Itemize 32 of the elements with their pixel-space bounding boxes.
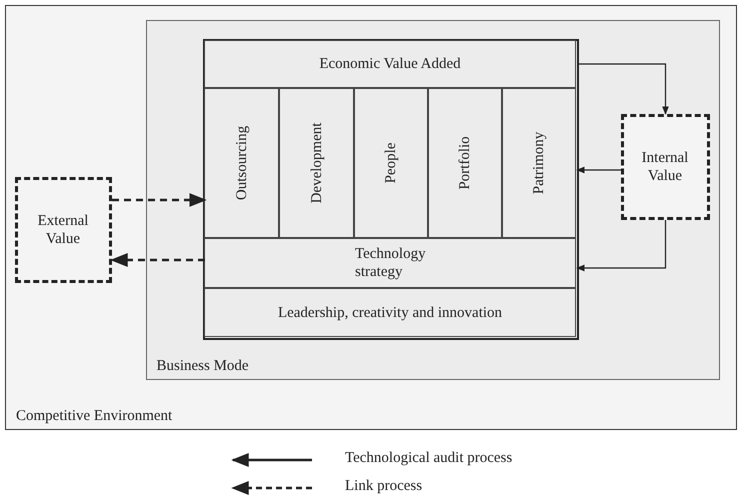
arrow xyxy=(112,193,207,207)
node-label: Internal Value xyxy=(640,148,690,184)
node-label: Leadership, creativity and innovation xyxy=(276,304,504,322)
node-label: Technology strategy xyxy=(355,245,427,281)
legend-label: Technological audit process xyxy=(345,450,512,467)
process-box xyxy=(204,40,576,88)
value-box xyxy=(14,176,112,282)
node-label: Portfolio xyxy=(456,136,474,190)
process-box xyxy=(204,238,576,288)
process-box xyxy=(428,88,502,238)
node-label: Development xyxy=(308,122,326,204)
process-box xyxy=(354,88,428,238)
environment-panel xyxy=(5,5,737,430)
node-label: People xyxy=(382,142,400,184)
node-label: Economic Value Added xyxy=(318,55,462,73)
process-box xyxy=(204,88,279,238)
legend-label: Link process xyxy=(345,478,422,495)
business-mode-panel xyxy=(146,20,720,380)
process-box xyxy=(502,88,576,238)
arrow xyxy=(576,220,666,272)
arrow xyxy=(577,63,669,115)
node-label: Patrimony xyxy=(530,132,548,194)
process-box xyxy=(204,288,576,337)
node-label: Outsourcing xyxy=(232,126,250,200)
node-label: Competitive Environment xyxy=(16,407,172,425)
arrow xyxy=(110,253,205,267)
process-box xyxy=(279,88,354,238)
framework-box xyxy=(202,38,578,340)
node-label: Business Mode xyxy=(156,356,249,374)
node-label: External Value xyxy=(36,212,90,248)
value-box xyxy=(620,114,710,220)
arrow xyxy=(576,166,621,174)
